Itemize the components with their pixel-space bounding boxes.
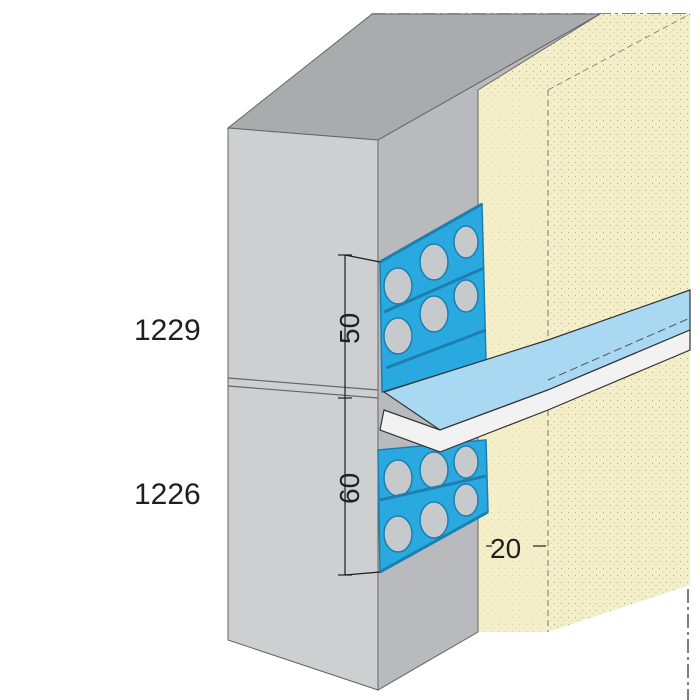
dimension-label-upper: 50 xyxy=(334,313,365,344)
joint-line xyxy=(227,377,379,399)
joint-sheet xyxy=(379,289,691,453)
dimension-vertical xyxy=(338,254,381,576)
lower-profile xyxy=(377,439,489,574)
insulation-layer xyxy=(478,13,691,632)
profile-label-top: 1229 xyxy=(134,314,201,347)
profile-label-bottom: 1226 xyxy=(134,478,201,511)
concrete-front-face xyxy=(227,127,379,691)
dimension-label-gap: 20 xyxy=(490,533,521,564)
dimension-label-lower: 60 xyxy=(334,473,365,504)
